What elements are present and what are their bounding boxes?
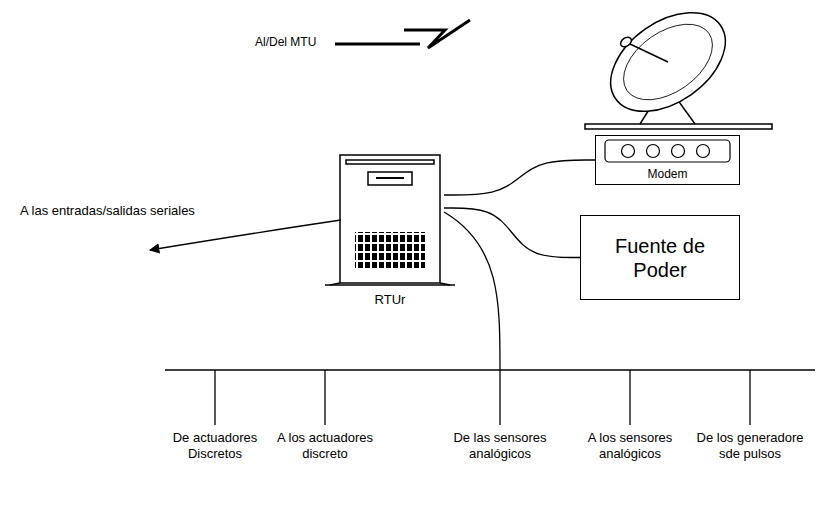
modem-panel [605,140,730,162]
bus-wire [444,212,500,370]
satellite-dish [585,0,772,131]
bus-drop-label: A los sensores analógicos [575,430,685,463]
io-bus [165,370,815,425]
node-text: Modem [647,167,687,181]
connector-wire [444,160,595,195]
serial-io-wire [150,220,341,250]
link-label: Al/Del MTU [255,35,335,50]
bus-drop-label: De actuadores Discretos [160,430,270,463]
rtu-unit: RTUr [335,150,445,308]
node-text: Fuente de Poder [589,234,731,282]
node-text: RTUr [375,292,406,308]
serial-io-label: A las entradas/salidas seriales [20,203,195,219]
connector-wire [444,208,580,258]
radio-link-symbol [335,20,470,48]
power-supply-box: Fuente de Poder [580,215,740,300]
modem-box: Modem [595,135,740,185]
bus-drop-label: De las sensores analógicos [445,430,555,463]
bus-drop-label: De los generadore sde pulsos [695,430,805,463]
bus-drop-label: A los actuadores discreto [270,430,380,463]
rtu-tower [325,155,455,285]
